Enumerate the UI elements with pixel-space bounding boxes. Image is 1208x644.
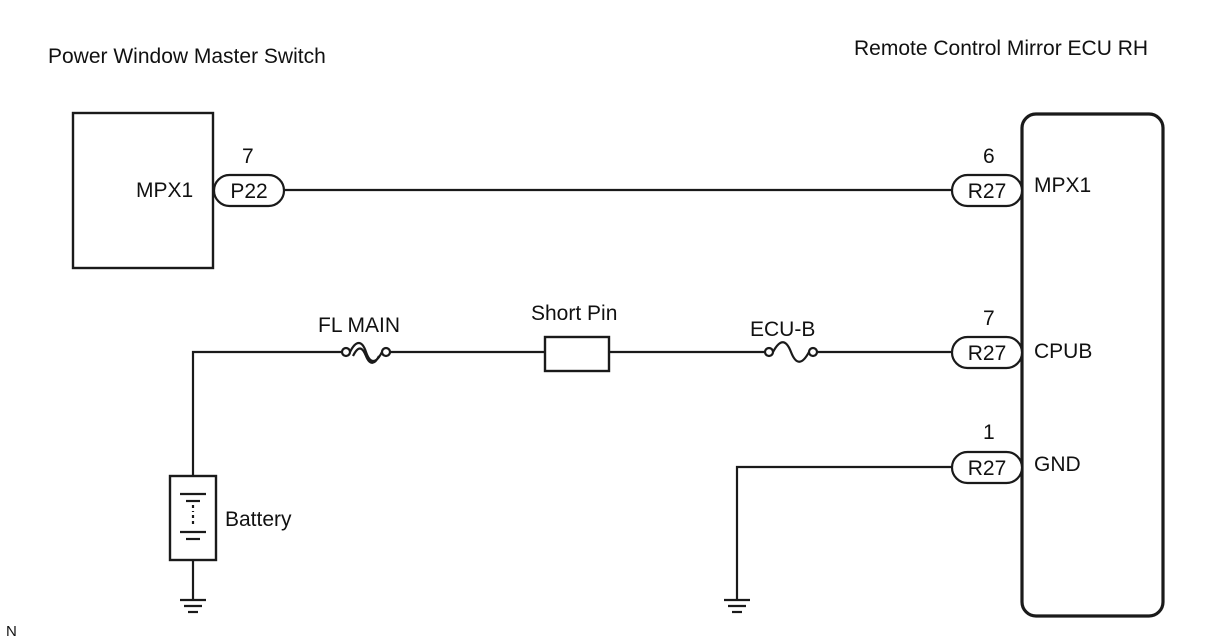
ecu-ground-icon: [724, 598, 750, 614]
connector-r27-cpub: [950, 335, 1024, 370]
mirror-ecu-box: [1020, 112, 1165, 618]
r27-gnd-pin-number: 1: [983, 421, 995, 444]
ecu-b-label: ECU-B: [750, 318, 815, 341]
r27-mpx1-pin-number: 6: [983, 145, 995, 168]
fl-main-label: FL MAIN: [318, 314, 400, 337]
r27-cpub-pin-number: 7: [983, 307, 995, 330]
corner-mark: N: [6, 623, 17, 640]
ecu-terminal-cpub: CPUB: [1034, 340, 1092, 363]
battery-ground-icon: [180, 598, 206, 614]
connector-r27-gnd: [950, 450, 1024, 485]
short-pin-icon: [543, 335, 611, 373]
connector-r27-mpx1-code: R27: [968, 180, 1007, 203]
gnd-wire: [735, 465, 952, 600]
fl-main-fuse-icon: [340, 341, 392, 364]
ecu-terminal-mpx1: MPX1: [1034, 174, 1091, 197]
connector-r27-mpx1: [950, 173, 1024, 208]
short-pin-label: Short Pin: [531, 302, 617, 325]
ecu-terminal-gnd: GND: [1034, 453, 1081, 476]
master-switch-title: Power Window Master Switch: [48, 45, 326, 68]
master-switch-terminal-mpx1: MPX1: [136, 179, 193, 202]
connector-p22-code: P22: [230, 180, 267, 203]
ecu-b-fuse-icon: [763, 341, 819, 363]
battery-positive-wire: [191, 350, 342, 476]
p22-pin-number: 7: [242, 145, 254, 168]
connector-r27-cpub-code: R27: [968, 342, 1007, 365]
battery-label: Battery: [225, 508, 292, 531]
mirror-ecu-title: Remote Control Mirror ECU RH: [854, 37, 1148, 60]
battery-icon: [168, 474, 218, 562]
connector-p22: [212, 173, 286, 208]
connector-r27-gnd-code: R27: [968, 457, 1007, 480]
